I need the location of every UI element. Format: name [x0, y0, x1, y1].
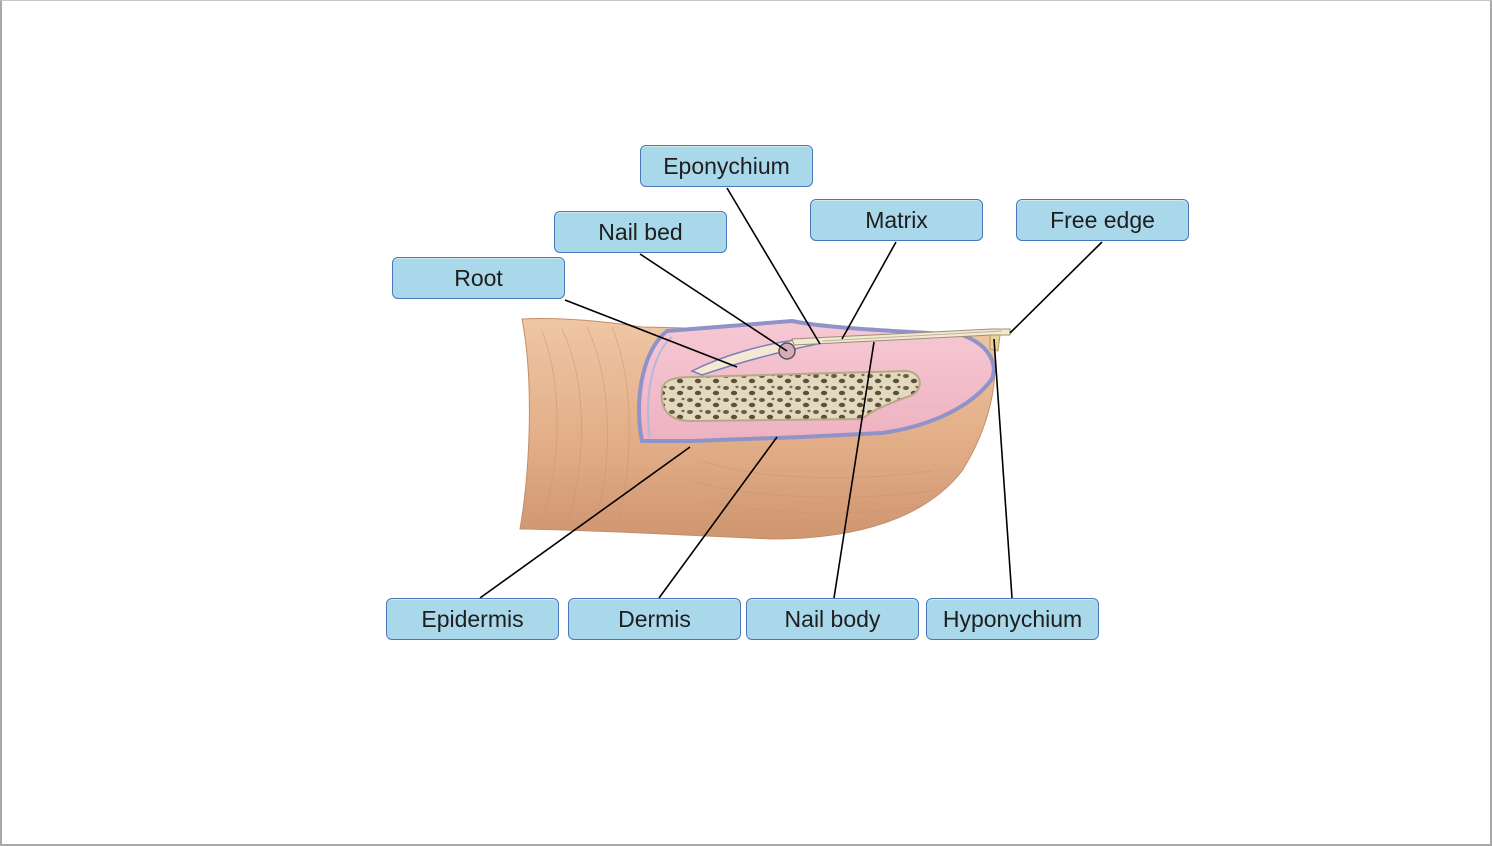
label-hyponychium[interactable]: Hyponychium [926, 598, 1099, 640]
label-dermis-text: Dermis [618, 605, 691, 632]
label-nail-body[interactable]: Nail body [746, 598, 919, 640]
leader-epidermis [479, 446, 691, 599]
label-epidermis-text: Epidermis [421, 605, 524, 632]
leader-nail-bed [639, 253, 788, 352]
label-free-edge-text: Free edge [1050, 206, 1155, 233]
label-dermis[interactable]: Dermis [568, 598, 741, 640]
label-epidermis[interactable]: Epidermis [386, 598, 559, 640]
label-nail-body-text: Nail body [784, 605, 881, 632]
label-matrix[interactable]: Matrix [810, 199, 983, 241]
nail-plate-edge [821, 330, 1003, 342]
leader-free-edge [1009, 241, 1103, 334]
label-hyponychium-text: Hyponychium [942, 605, 1083, 632]
leader-eponychium [726, 187, 821, 345]
label-root[interactable]: Root [392, 257, 565, 299]
skin-texture [541, 326, 943, 528]
label-free-edge[interactable]: Free edge [1016, 199, 1189, 241]
label-nail-bed[interactable]: Nail bed [554, 211, 727, 253]
label-eponychium[interactable]: Eponychium [640, 145, 813, 187]
label-eponychium-text: Eponychium [663, 152, 790, 179]
leader-root [564, 299, 738, 368]
label-nail-bed-text: Nail bed [598, 218, 683, 245]
leader-hyponychium [993, 338, 1013, 599]
leader-matrix [841, 241, 897, 340]
leader-lines [479, 187, 1103, 599]
leader-dermis [658, 436, 778, 599]
epidermis-layer [647, 336, 673, 438]
label-root-text: Root [454, 264, 503, 291]
leader-nail-body [833, 341, 875, 599]
distal-phalanx-bone [660, 369, 921, 423]
label-matrix-text: Matrix [865, 206, 928, 233]
